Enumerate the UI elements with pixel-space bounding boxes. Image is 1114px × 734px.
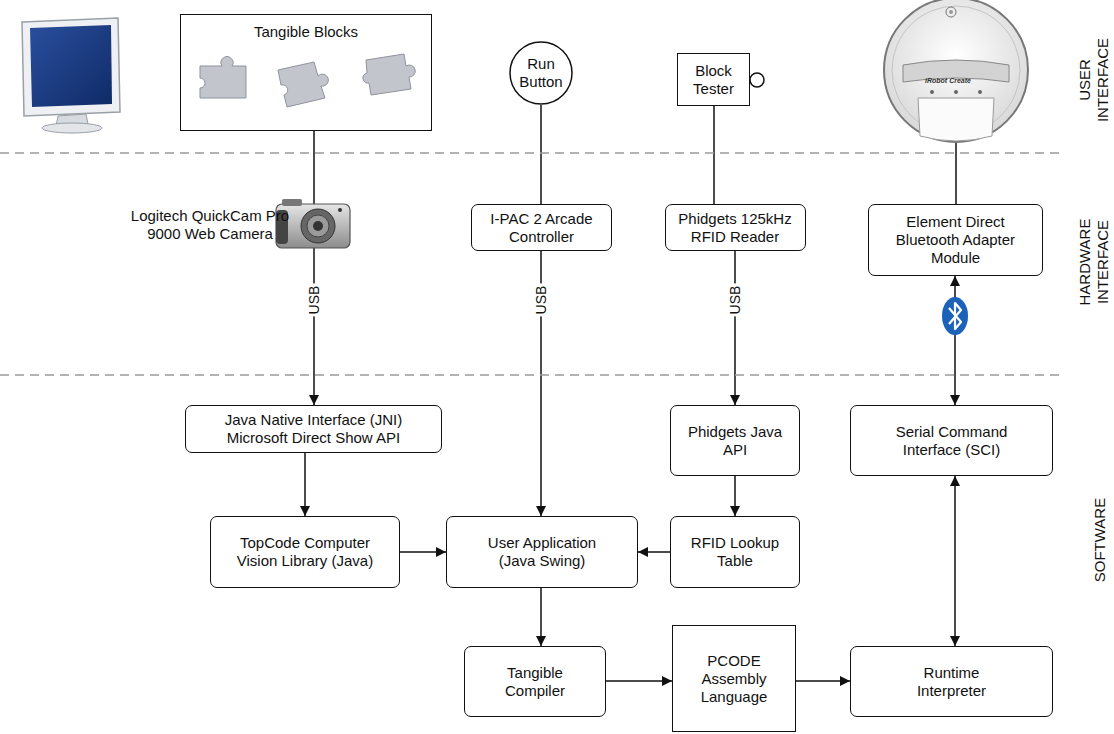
language-box: PCODE Assembly Language [672, 625, 796, 732]
connector-arrow [638, 551, 670, 553]
connector-arrow [734, 251, 736, 405]
node-label: Serial Command Interface (SCI) [887, 423, 1017, 459]
node-label: Element Direct Bluetooth Adapter Module [886, 213, 1026, 267]
connector-arrow [304, 453, 306, 516]
connector-arrow [540, 105, 542, 204]
node-label: User Application (Java Swing) [475, 534, 610, 570]
connector-arrow [400, 551, 446, 553]
node-label: TopCode Computer Vision Library (Java) [223, 534, 388, 570]
tester-box: Block Tester [677, 53, 750, 106]
node-label: Runtime Interpreter [904, 664, 999, 700]
hardware-box: Element Direct Bluetooth Adapter Module [868, 204, 1043, 276]
tester-socket [750, 73, 764, 87]
node-label: I-PAC 2 Arcade Controller [479, 210, 604, 246]
device-caption: Logitech QuickCam Pro 9000 Web Camera [130, 207, 290, 243]
software-box: Runtime Interpreter [850, 646, 1053, 717]
section-divider [0, 153, 1062, 375]
robot-illustration [884, 0, 1028, 204]
section-label: USER INTERFACE [1076, 34, 1112, 126]
bus-label: USB [726, 284, 744, 317]
connector-arrow [606, 680, 672, 682]
node-label: RFID Lookup Table [683, 534, 788, 570]
node-label: Phidgets Java API [683, 423, 788, 459]
node-label: Java Native Interface (JNI) Microsoft Di… [199, 411, 429, 447]
bluetooth-icon [942, 297, 968, 335]
node-label: PCODE Assembly Language [692, 652, 777, 706]
software-box: Phidgets Java API [670, 405, 800, 476]
software-box: Tangible Compiler [464, 646, 606, 717]
section-label: HARDWARE INTERFACE [1076, 212, 1112, 312]
connector-arrow [796, 680, 850, 682]
node-label: Tangible Blocks [254, 23, 358, 41]
connector-arrow [734, 476, 736, 516]
node-label: Tangible Compiler [493, 664, 578, 700]
bus-label: USB [532, 284, 550, 317]
node-label: Phidgets 125kHz RFID Reader [673, 210, 798, 246]
connector-arrow [540, 588, 542, 646]
input-panel: Tangible Blocks [180, 14, 432, 131]
section-label: SOFTWARE [1091, 490, 1109, 590]
monitor-icon [22, 18, 120, 133]
software-box: TopCode Computer Vision Library (Java) [210, 516, 400, 588]
software-box: Java Native Interface (JNI) Microsoft Di… [185, 405, 442, 453]
software-box: User Application (Java Swing) [446, 516, 638, 588]
connector-arrow [954, 276, 956, 405]
connector-arrow [954, 476, 956, 646]
robot-logo: iRobot Create [918, 76, 978, 86]
node-label: Block Tester [689, 62, 739, 98]
software-box: RFID Lookup Table [670, 516, 800, 588]
node-label: Run Button [511, 55, 571, 91]
bus-label: USB [305, 284, 323, 317]
hardware-box: Phidgets 125kHz RFID Reader [665, 204, 806, 251]
connector-arrow [713, 106, 715, 204]
hardware-box: I-PAC 2 Arcade Controller [471, 204, 612, 251]
puzzle-piece [200, 54, 415, 107]
software-box: Serial Command Interface (SCI) [850, 405, 1053, 476]
connector-arrow [313, 131, 315, 405]
button-circle: Run Button [509, 41, 573, 105]
